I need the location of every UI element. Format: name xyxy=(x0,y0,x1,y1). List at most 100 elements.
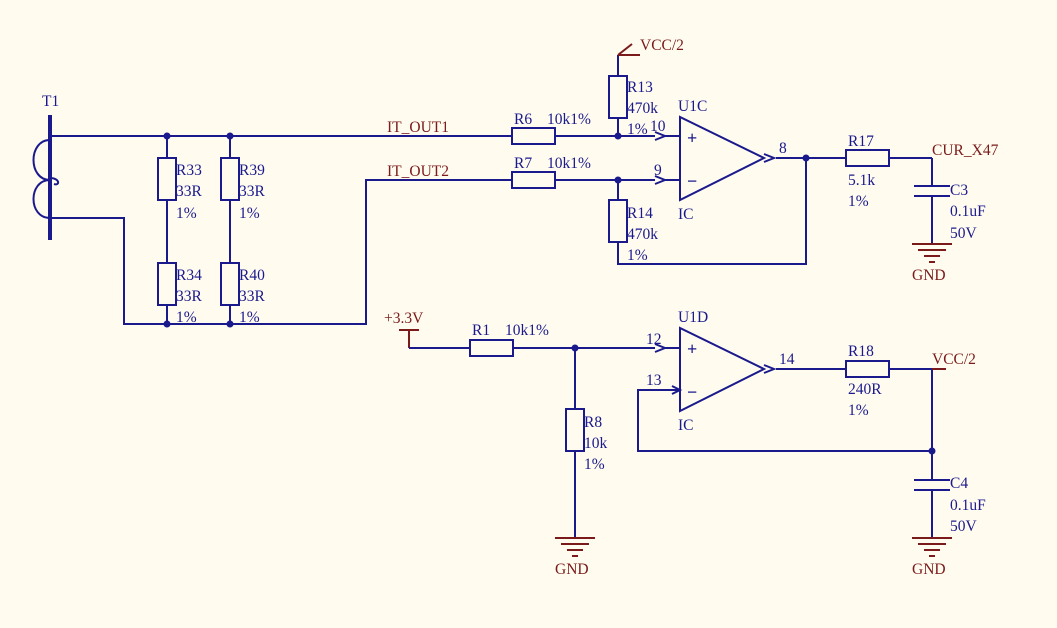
net-label-cur-x47: CUR_X47 xyxy=(932,142,999,159)
opamp-minus-sign: − xyxy=(687,382,697,402)
resistor-body xyxy=(220,262,240,306)
resistor-value: 10k1% xyxy=(547,111,591,128)
resistor-tolerance: 1% xyxy=(176,309,197,326)
junction-dot xyxy=(928,447,936,455)
ground-label: GND xyxy=(912,267,946,284)
wire-u1d-feedback xyxy=(637,389,932,452)
resistor-value: 33R xyxy=(176,183,203,200)
junction-dot xyxy=(571,344,579,352)
junction-dot xyxy=(802,154,810,162)
opamp-body xyxy=(679,326,767,413)
opamp-plus-sign: + xyxy=(687,339,697,359)
resistor-designator: R40 xyxy=(239,267,265,284)
resistor-value: 10k1% xyxy=(547,155,591,172)
transformer-coil xyxy=(32,139,51,219)
opamp-pin-number: 9 xyxy=(654,162,662,179)
opamp-u1d[interactable]: U1D IC + − 12 13 14 xyxy=(646,309,795,434)
resistor-body xyxy=(511,171,556,189)
resistor-r6[interactable]: R6 10k1% xyxy=(511,111,591,145)
resistor-tolerance: 1% xyxy=(584,456,605,473)
resistor-r14[interactable]: R14 470k 1% xyxy=(608,199,658,264)
opamp-designator: U1C xyxy=(678,98,707,115)
opamp-pin-number: 14 xyxy=(779,351,795,368)
resistor-value: 470k xyxy=(627,226,658,243)
resistor-r40[interactable]: R40 33R 1% xyxy=(220,262,266,326)
pin-arrow-u1d-out xyxy=(763,364,777,374)
resistor-r34[interactable]: R34 33R 1% xyxy=(157,262,203,326)
resistor-tolerance: 1% xyxy=(627,121,648,138)
junction-dot xyxy=(163,320,171,328)
capacitor-value: 0.1uF xyxy=(950,203,986,220)
resistor-designator: R17 xyxy=(848,133,874,150)
resistor-value: 470k xyxy=(627,100,658,117)
resistor-body xyxy=(845,149,890,167)
ground-label: GND xyxy=(555,561,589,578)
resistor-body xyxy=(565,408,585,452)
resistor-tolerance: 1% xyxy=(239,205,260,222)
resistor-designator: R6 xyxy=(514,111,532,128)
opamp-part: IC xyxy=(678,417,694,434)
ground-label: GND xyxy=(912,561,946,578)
wire-u1c-feedback xyxy=(617,158,807,265)
resistor-value: 33R xyxy=(176,288,203,305)
opamp-u1c[interactable]: U1C IC + − 10 9 8 xyxy=(650,98,787,223)
capacitor-voltage: 50V xyxy=(950,225,978,242)
ground-c4: GND xyxy=(912,537,952,578)
resistor-value: 33R xyxy=(239,288,266,305)
resistor-tolerance: 1% xyxy=(848,402,869,419)
capacitor-value: 0.1uF xyxy=(950,497,986,514)
resistor-designator: R33 xyxy=(176,162,202,179)
resistor-tolerance: 1% xyxy=(627,247,648,264)
resistor-designator: R18 xyxy=(848,343,874,360)
resistor-value: 10k xyxy=(584,435,608,452)
resistor-body xyxy=(608,199,628,243)
opamp-body xyxy=(679,115,767,202)
ground-c3: GND xyxy=(912,243,952,284)
resistor-body xyxy=(608,75,628,119)
opamp-plus-sign: + xyxy=(687,128,697,148)
pin-arrow-u1c-out xyxy=(763,153,777,163)
power-flag-vcc-top xyxy=(617,43,633,56)
ground-r8: GND xyxy=(555,537,595,578)
resistor-tolerance: 1% xyxy=(848,193,869,210)
opamp-pin-number: 12 xyxy=(646,331,662,348)
opamp-pin-number: 13 xyxy=(646,372,662,389)
resistor-value: 10k1% xyxy=(505,322,549,339)
capacitor-c3[interactable]: C3 0.1uF 50V xyxy=(914,182,986,242)
resistor-r13[interactable]: R13 470k 1% xyxy=(608,75,658,138)
resistor-r33[interactable]: R33 33R 1% xyxy=(157,157,203,222)
capacitor-designator: C4 xyxy=(950,475,968,492)
resistor-value: 240R xyxy=(848,381,882,398)
resistor-body xyxy=(157,262,177,306)
opamp-pin-number: 8 xyxy=(779,140,787,157)
resistor-tolerance: 1% xyxy=(176,205,197,222)
resistor-r17[interactable]: R17 5.1k 1% xyxy=(845,133,890,210)
opamp-part: IC xyxy=(678,206,694,223)
transformer-designator: T1 xyxy=(42,93,59,110)
resistor-body xyxy=(469,339,514,357)
power-label-vcc-top: VCC/2 xyxy=(640,37,684,54)
junction-dot xyxy=(614,176,622,184)
resistor-r18[interactable]: R18 240R 1% xyxy=(845,343,890,419)
net-label-it-out2: IT_OUT2 xyxy=(387,163,449,180)
resistor-r39[interactable]: R39 33R 1% xyxy=(220,157,266,222)
capacitor-c4[interactable]: C4 0.1uF 50V xyxy=(914,475,986,535)
resistor-designator: R7 xyxy=(514,155,532,172)
opamp-pin-number: 10 xyxy=(650,118,666,135)
resistor-body xyxy=(220,157,240,201)
resistor-tolerance: 1% xyxy=(239,309,260,326)
resistor-body xyxy=(511,127,556,145)
capacitor-voltage: 50V xyxy=(950,518,978,535)
wire-it-out2 xyxy=(50,179,512,325)
opamp-minus-sign: − xyxy=(687,171,697,191)
resistor-r8[interactable]: R8 10k 1% xyxy=(565,408,608,473)
resistor-designator: R8 xyxy=(584,414,602,431)
resistor-r1[interactable]: R1 10k1% xyxy=(469,322,549,357)
transformer-coil-mark xyxy=(49,177,60,186)
resistor-r7[interactable]: R7 10k1% xyxy=(511,155,591,189)
resistor-designator: R34 xyxy=(176,267,202,284)
junction-dot xyxy=(163,132,171,140)
junction-dot xyxy=(226,320,234,328)
power-label-vcc-right: VCC/2 xyxy=(932,351,976,368)
